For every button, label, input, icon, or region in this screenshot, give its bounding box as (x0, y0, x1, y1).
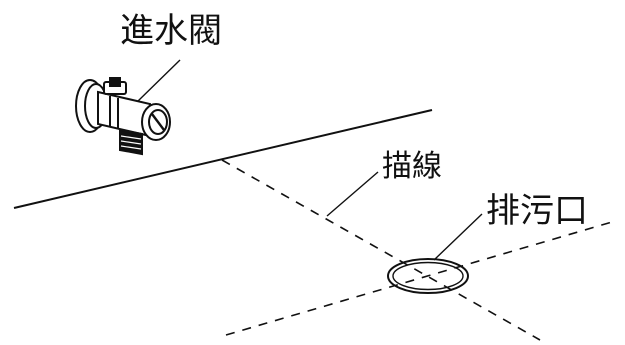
label-drain-outlet: 排污口 (486, 191, 588, 231)
label-marking-line: 描線 (382, 149, 442, 184)
leader-line-valve (136, 59, 181, 103)
leader-line-drain (433, 213, 483, 261)
angle-valve-icon (75, 77, 171, 156)
wall-floor-edge-line (13, 109, 433, 209)
drain-outlet (387, 258, 469, 294)
leader-line-marking (326, 171, 379, 217)
marking-line-diagonal-1 (221, 159, 541, 341)
label-inlet-valve: 進水閥 (120, 11, 222, 51)
marking-line-diagonal-2 (225, 221, 613, 336)
